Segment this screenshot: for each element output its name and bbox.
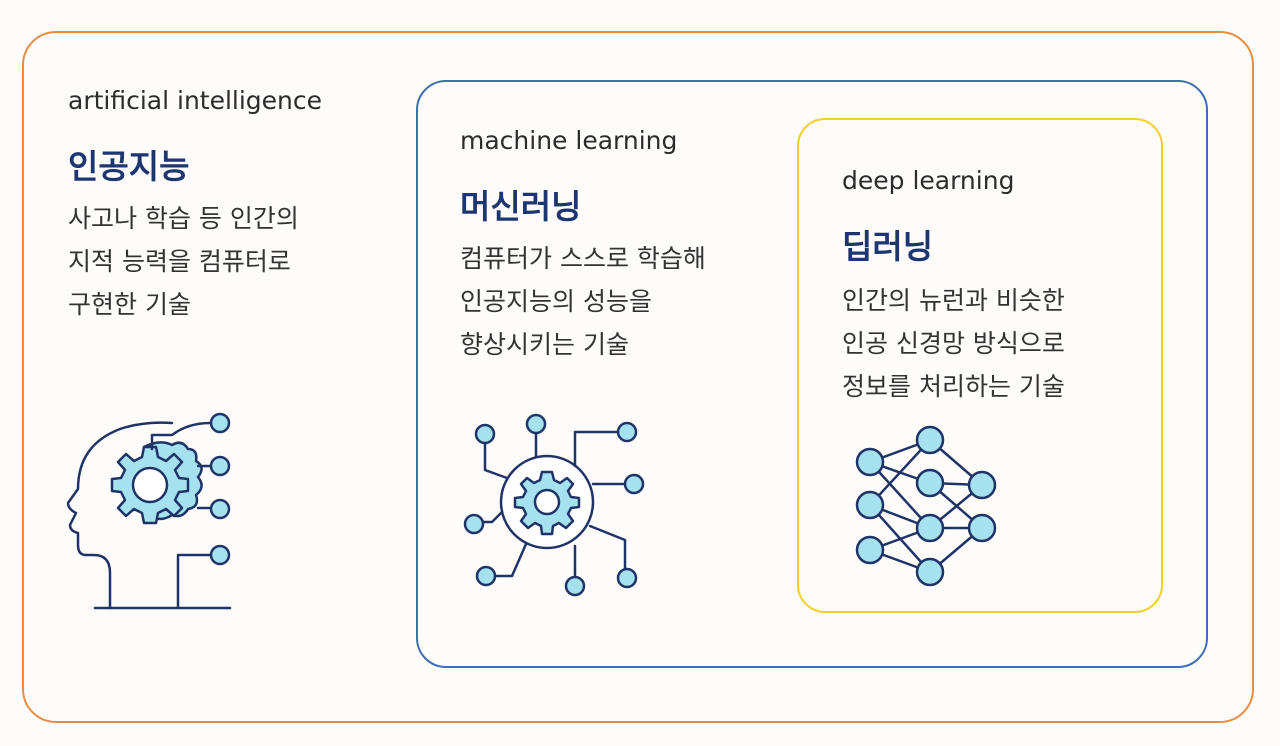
ai-korean-title: 인공지능	[68, 147, 190, 186]
ai-desc-line: 구현한 기술	[68, 290, 191, 319]
ml-english-label: machine learning	[460, 126, 678, 155]
ml-korean-title: 머신러닝	[460, 187, 582, 226]
dl-desc-line: 인간의 뉴런과 비슷한	[842, 286, 1065, 315]
ml-box	[416, 80, 1208, 668]
dl-desc-line: 정보를 처리하는 기술	[842, 372, 1065, 401]
ai-description: 사고나 학습 등 인간의 지적 능력을 컴퓨터로 구현한 기술	[68, 197, 299, 326]
dl-english-label: deep learning	[842, 166, 1015, 195]
ai-english-label: artificial intelligence	[68, 86, 323, 115]
dl-box	[797, 118, 1163, 613]
ai-desc-line: 사고나 학습 등 인간의	[68, 204, 299, 233]
ml-description: 컴퓨터가 스스로 학습해 인공지능의 성능을 향상시키는 기술	[460, 237, 706, 366]
gear-circuit-icon	[462, 410, 652, 600]
dl-desc-line: 인공 신경망 방식으로	[842, 329, 1065, 358]
ai-box	[22, 31, 1254, 723]
ml-desc-line: 향상시키는 기술	[460, 330, 629, 359]
dl-description: 인간의 뉴런과 비슷한 인공 신경망 방식으로 정보를 처리하는 기술	[842, 279, 1065, 408]
neural-network-icon	[850, 420, 1010, 590]
head-with-gear-brain-icon	[60, 405, 250, 615]
ml-desc-line: 인공지능의 성능을	[460, 287, 652, 316]
dl-korean-title: 딥러닝	[842, 227, 934, 266]
ai-desc-line: 지적 능력을 컴퓨터로	[68, 247, 291, 276]
ml-desc-line: 컴퓨터가 스스로 학습해	[460, 244, 706, 273]
